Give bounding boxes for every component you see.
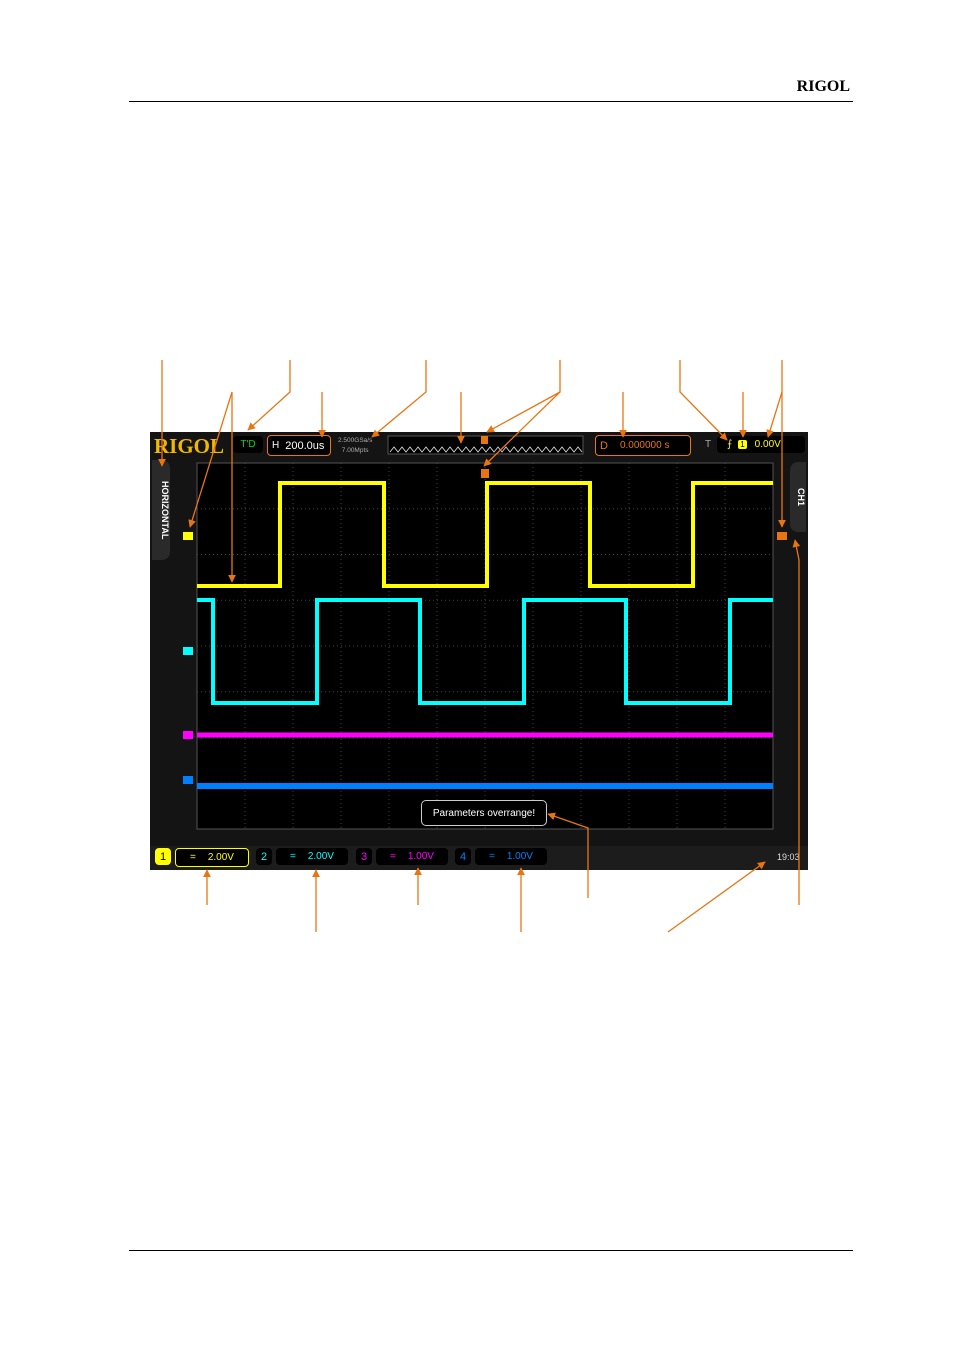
coupling-icon: =: [190, 852, 196, 863]
channel-1-scale[interactable]: = 2.00V: [175, 848, 249, 867]
clock: 19:03: [777, 852, 800, 862]
trigger-level: 0.00V: [754, 439, 781, 450]
channel-2-marker: [183, 647, 193, 655]
horizontal-tab[interactable]: HORIZONTAL: [152, 460, 170, 560]
h-label: H: [272, 440, 280, 451]
channel-2-number[interactable]: 2: [256, 848, 272, 865]
overrange-message: Parameters overrange!: [421, 800, 547, 826]
brand-header: RIGOL: [796, 78, 850, 95]
annotation-arrow: [486, 391, 561, 433]
scale-value: 2.00V: [307, 851, 334, 862]
annotation-arrow: [188, 391, 233, 528]
scale-value: 1.00V: [506, 851, 533, 862]
channel-4-scale[interactable]: = 1.00V: [475, 848, 547, 865]
channel-2-waveform: [197, 598, 773, 705]
annotation-arrow: [247, 360, 291, 431]
channel-1-marker: [183, 532, 193, 540]
trigger-source: 1: [738, 440, 747, 449]
annotation-arrow: [667, 861, 766, 933]
channel-2-scale[interactable]: = 2.00V: [276, 848, 348, 865]
trigger-position-marker: [481, 469, 489, 478]
annotation-arrow: [766, 360, 783, 438]
scale-value: 2.00V: [207, 852, 234, 863]
annotation-arrow: [792, 539, 801, 905]
timebase-value: 200.0us: [285, 439, 325, 452]
header-rule: [129, 101, 853, 102]
delay-value: 0.000000 s: [619, 440, 670, 451]
annotation-arrow: [679, 360, 728, 441]
memory-depth: 7.00Mpts: [341, 447, 369, 454]
memory-waveform: [389, 446, 583, 453]
sample-rate: 2.500GSa/s: [338, 437, 373, 444]
d-label: D: [600, 439, 608, 452]
footer-rule: [129, 1250, 853, 1251]
run-status: T'D: [233, 436, 263, 453]
horizontal-timebase[interactable]: H 200.0us: [267, 435, 331, 456]
annotation-arrow: [547, 812, 589, 898]
ch1-tab[interactable]: CH1: [790, 462, 806, 532]
trigger-box[interactable]: ⨍ 1 0.00V: [717, 436, 805, 453]
channel-3-marker: [183, 731, 193, 739]
annotation-arrow: [371, 360, 427, 438]
trigger-position-memory-marker: [481, 436, 488, 444]
channel-4-number[interactable]: 4: [455, 848, 471, 865]
coupling-icon: =: [390, 851, 396, 862]
channel-3-number[interactable]: 3: [356, 848, 372, 865]
channel-3-scale[interactable]: = 1.00V: [376, 848, 448, 865]
coupling-icon: =: [489, 851, 495, 862]
coupling-icon: =: [290, 851, 296, 862]
channel-1-waveform: [197, 481, 773, 588]
delay-box[interactable]: D 0.000000 s: [595, 435, 691, 456]
rising-edge-icon: ⨍: [727, 439, 733, 450]
trigger-label: T: [705, 439, 712, 450]
annotation-arrow: [483, 360, 561, 467]
trigger-level-marker: [777, 532, 787, 540]
scale-value: 1.00V: [407, 851, 434, 862]
channel-4-marker: [183, 776, 193, 784]
channel-1-number[interactable]: 1: [155, 848, 171, 865]
